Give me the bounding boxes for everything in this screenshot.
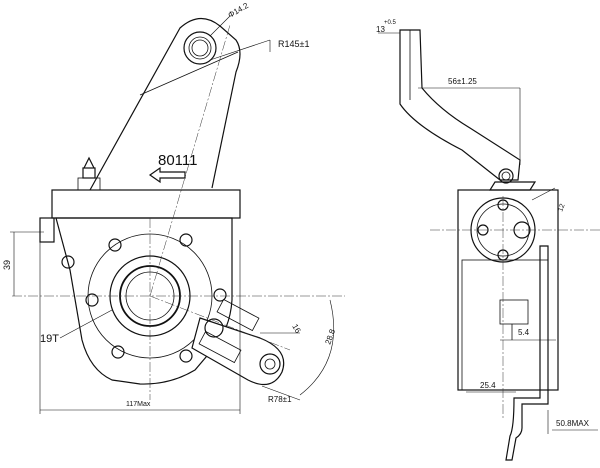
housing-body bbox=[55, 217, 233, 385]
dim-side-54: 5.4 bbox=[518, 328, 530, 337]
housing-bolts bbox=[61, 233, 227, 363]
label-19t: 19T bbox=[40, 333, 59, 345]
dim-28-8: 28.8 bbox=[323, 327, 337, 345]
dim-r145: R145±1 bbox=[278, 39, 309, 49]
dim-r78: R78±1 bbox=[268, 395, 292, 404]
dim-side-508: 50.8MAX bbox=[556, 419, 590, 428]
model-label: 80111 bbox=[158, 152, 198, 169]
pin-eye bbox=[183, 31, 217, 65]
front-view: R145±1 Φ14.2 80111 39 19T 117Max 16 28.8… bbox=[2, 1, 345, 414]
dim-pin-hole: Φ14.2 bbox=[227, 1, 251, 20]
dim-39: 39 bbox=[2, 260, 12, 270]
dim-side-13: 13 bbox=[376, 25, 385, 34]
grease-nipple bbox=[77, 156, 101, 191]
dim-side-254: 25.4 bbox=[480, 381, 496, 390]
slack-adjuster-arm bbox=[89, 17, 241, 191]
dim-side-56: 56±1.25 bbox=[448, 77, 477, 86]
side-bracket bbox=[505, 245, 549, 461]
housing-upper bbox=[51, 189, 241, 219]
worm-bolt bbox=[39, 217, 55, 243]
side-lever bbox=[399, 29, 521, 181]
side-view: 13 +0.5 56±1.25 12 5.4 25.4 50.8MAX bbox=[376, 20, 600, 461]
dim-117max: 117Max bbox=[126, 401, 151, 408]
link-plate bbox=[191, 298, 285, 386]
dim-side-hex: 12 bbox=[557, 203, 566, 213]
dim-side-tol: +0.5 bbox=[384, 20, 397, 26]
direction-arrow bbox=[148, 166, 186, 184]
side-pin bbox=[498, 168, 514, 184]
